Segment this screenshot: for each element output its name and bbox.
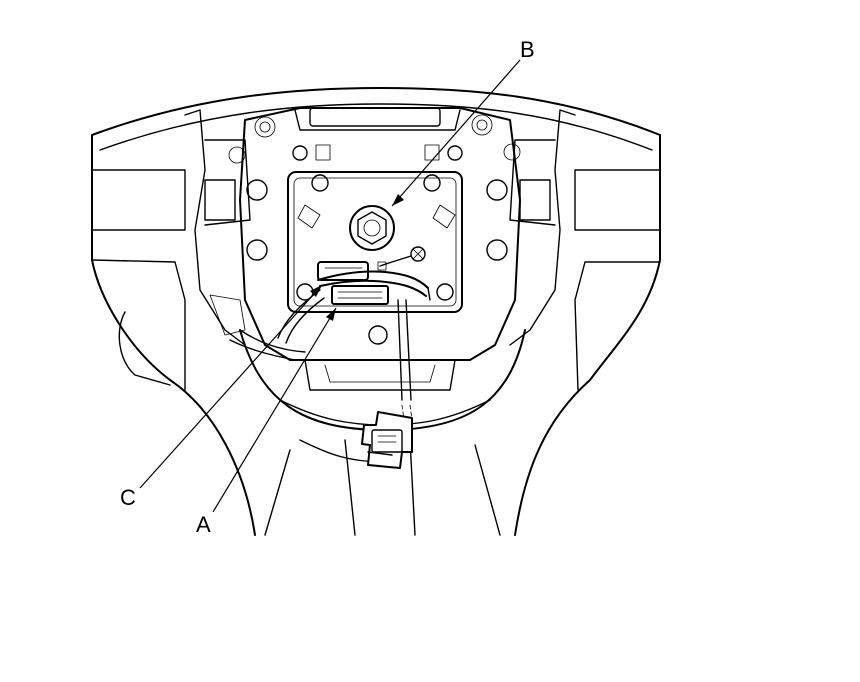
hub-frame xyxy=(239,107,521,391)
callout-label-c: C xyxy=(120,485,136,510)
leader-arrow-c xyxy=(310,285,322,297)
airbag-wire-harness xyxy=(277,270,431,421)
callout-label-a: A xyxy=(196,512,211,537)
leader-arrow-b xyxy=(392,194,404,206)
ground-terminal-screw xyxy=(377,246,426,271)
center-bolt xyxy=(349,205,395,251)
leader-lines xyxy=(139,59,521,513)
harness-clip xyxy=(317,261,389,305)
leader-line-a xyxy=(212,307,337,513)
lower-connector xyxy=(361,411,413,469)
leader-line-b xyxy=(391,59,521,207)
callout-label-b: B xyxy=(520,37,535,62)
leader-line-c xyxy=(139,284,323,489)
leader-arrow-a xyxy=(326,308,336,321)
right-spoke-panel xyxy=(471,109,576,346)
